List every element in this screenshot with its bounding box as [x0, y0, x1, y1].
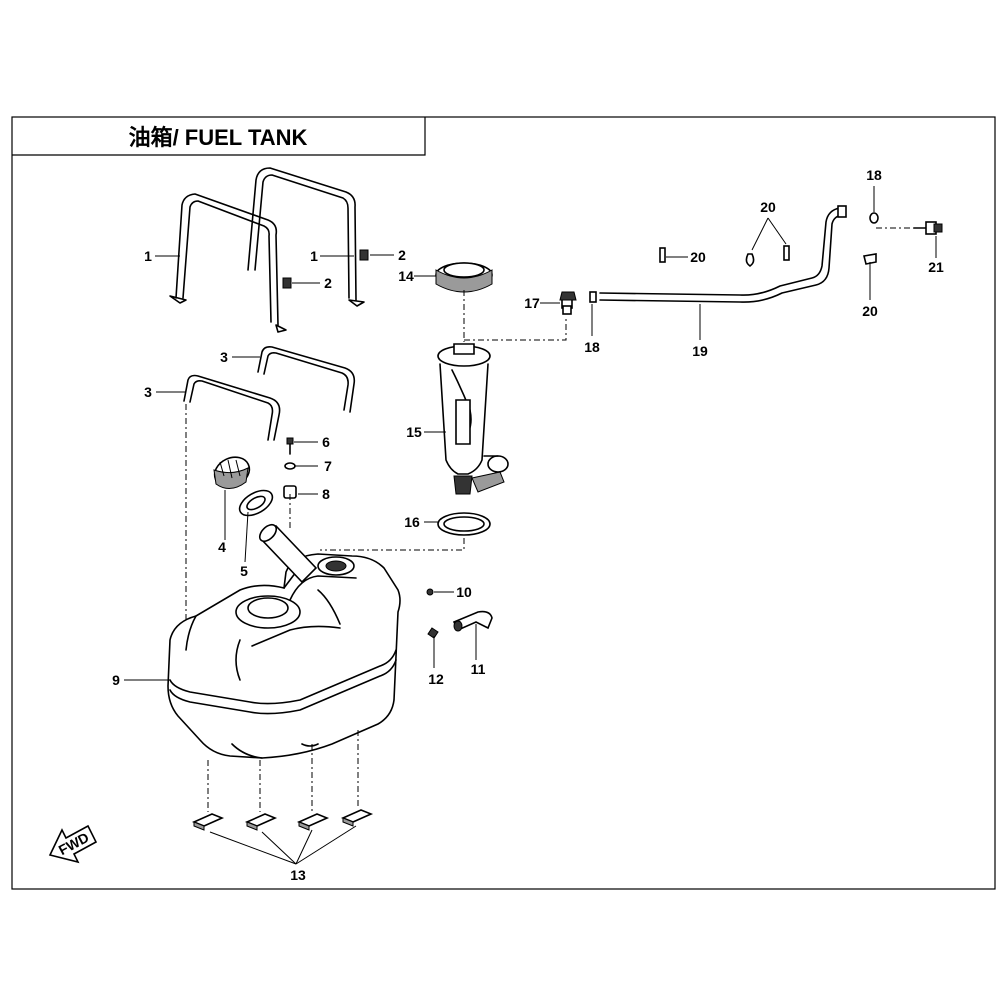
callout-18-upper: 18	[866, 167, 882, 183]
part-13-rubber-feet	[191, 809, 374, 831]
part-4-fuel-cap	[213, 456, 251, 489]
callout-15: 15	[406, 424, 422, 440]
part-18-clamp-lower	[589, 291, 597, 303]
part-21-quick-fitting	[913, 221, 943, 235]
callout-12: 12	[428, 671, 444, 687]
diagram-border	[11, 116, 996, 890]
callout-2-lower: 2	[324, 275, 332, 291]
part-17-fuel-connector	[559, 291, 577, 315]
callout-14: 14	[398, 268, 414, 284]
part-19-fuel-line	[599, 205, 847, 303]
callout-3-upper: 3	[220, 349, 228, 365]
part-11-vent-hose	[452, 610, 493, 632]
callout-9: 9	[112, 672, 120, 688]
callout-11: 11	[471, 661, 486, 677]
part-5-cap-gasket	[238, 489, 274, 517]
diagram-title: 油箱/ FUEL TANK	[129, 125, 308, 150]
callout-20-right: 20	[862, 303, 878, 319]
callout-4: 4	[218, 539, 226, 555]
callout-8: 8	[322, 486, 330, 502]
part-3-pad-lower	[183, 374, 281, 441]
callout-labels: 1 1 2 2 3 3 4 5 6 7 8 9 10 11 12 13 14 1…	[112, 167, 944, 883]
callout-20-top: 20	[760, 199, 776, 215]
part-1-strap-left	[169, 193, 287, 333]
callout-5: 5	[240, 563, 248, 579]
callout-3-lower: 3	[144, 384, 152, 400]
callout-16: 16	[404, 514, 420, 530]
part-18-clamp-upper	[869, 212, 879, 224]
callout-10: 10	[456, 584, 472, 600]
part-2-bolts	[282, 249, 369, 289]
callout-18-lower: 18	[584, 339, 600, 355]
fwd-arrow-icon: FWD	[48, 824, 98, 864]
callout-20-left: 20	[690, 249, 706, 265]
part-15-fuel-pump	[437, 343, 509, 495]
part-14-lock-ring	[435, 262, 493, 293]
title-box	[12, 117, 426, 156]
alignment-lines	[185, 227, 916, 812]
part-6-bolt	[286, 437, 294, 455]
part-20-clips	[659, 245, 877, 267]
part-3-pad-upper	[257, 346, 356, 413]
callout-6: 6	[322, 434, 330, 450]
callout-13: 13	[290, 867, 306, 883]
part-16-seal-ring	[437, 512, 491, 536]
callout-1-left: 1	[144, 248, 152, 264]
part-1-strap-right	[247, 167, 365, 307]
leader-lines	[124, 186, 937, 865]
callout-19: 19	[692, 343, 708, 359]
callout-1-right: 1	[310, 248, 318, 264]
callout-17: 17	[524, 295, 540, 311]
part-12-clamp	[427, 627, 439, 639]
callout-7: 7	[324, 458, 332, 474]
part-7-washer	[284, 462, 296, 470]
callout-2-upper: 2	[398, 247, 406, 263]
callout-21: 21	[928, 259, 944, 275]
part-10-clip	[426, 588, 434, 596]
part-9-fuel-tank	[167, 523, 401, 759]
